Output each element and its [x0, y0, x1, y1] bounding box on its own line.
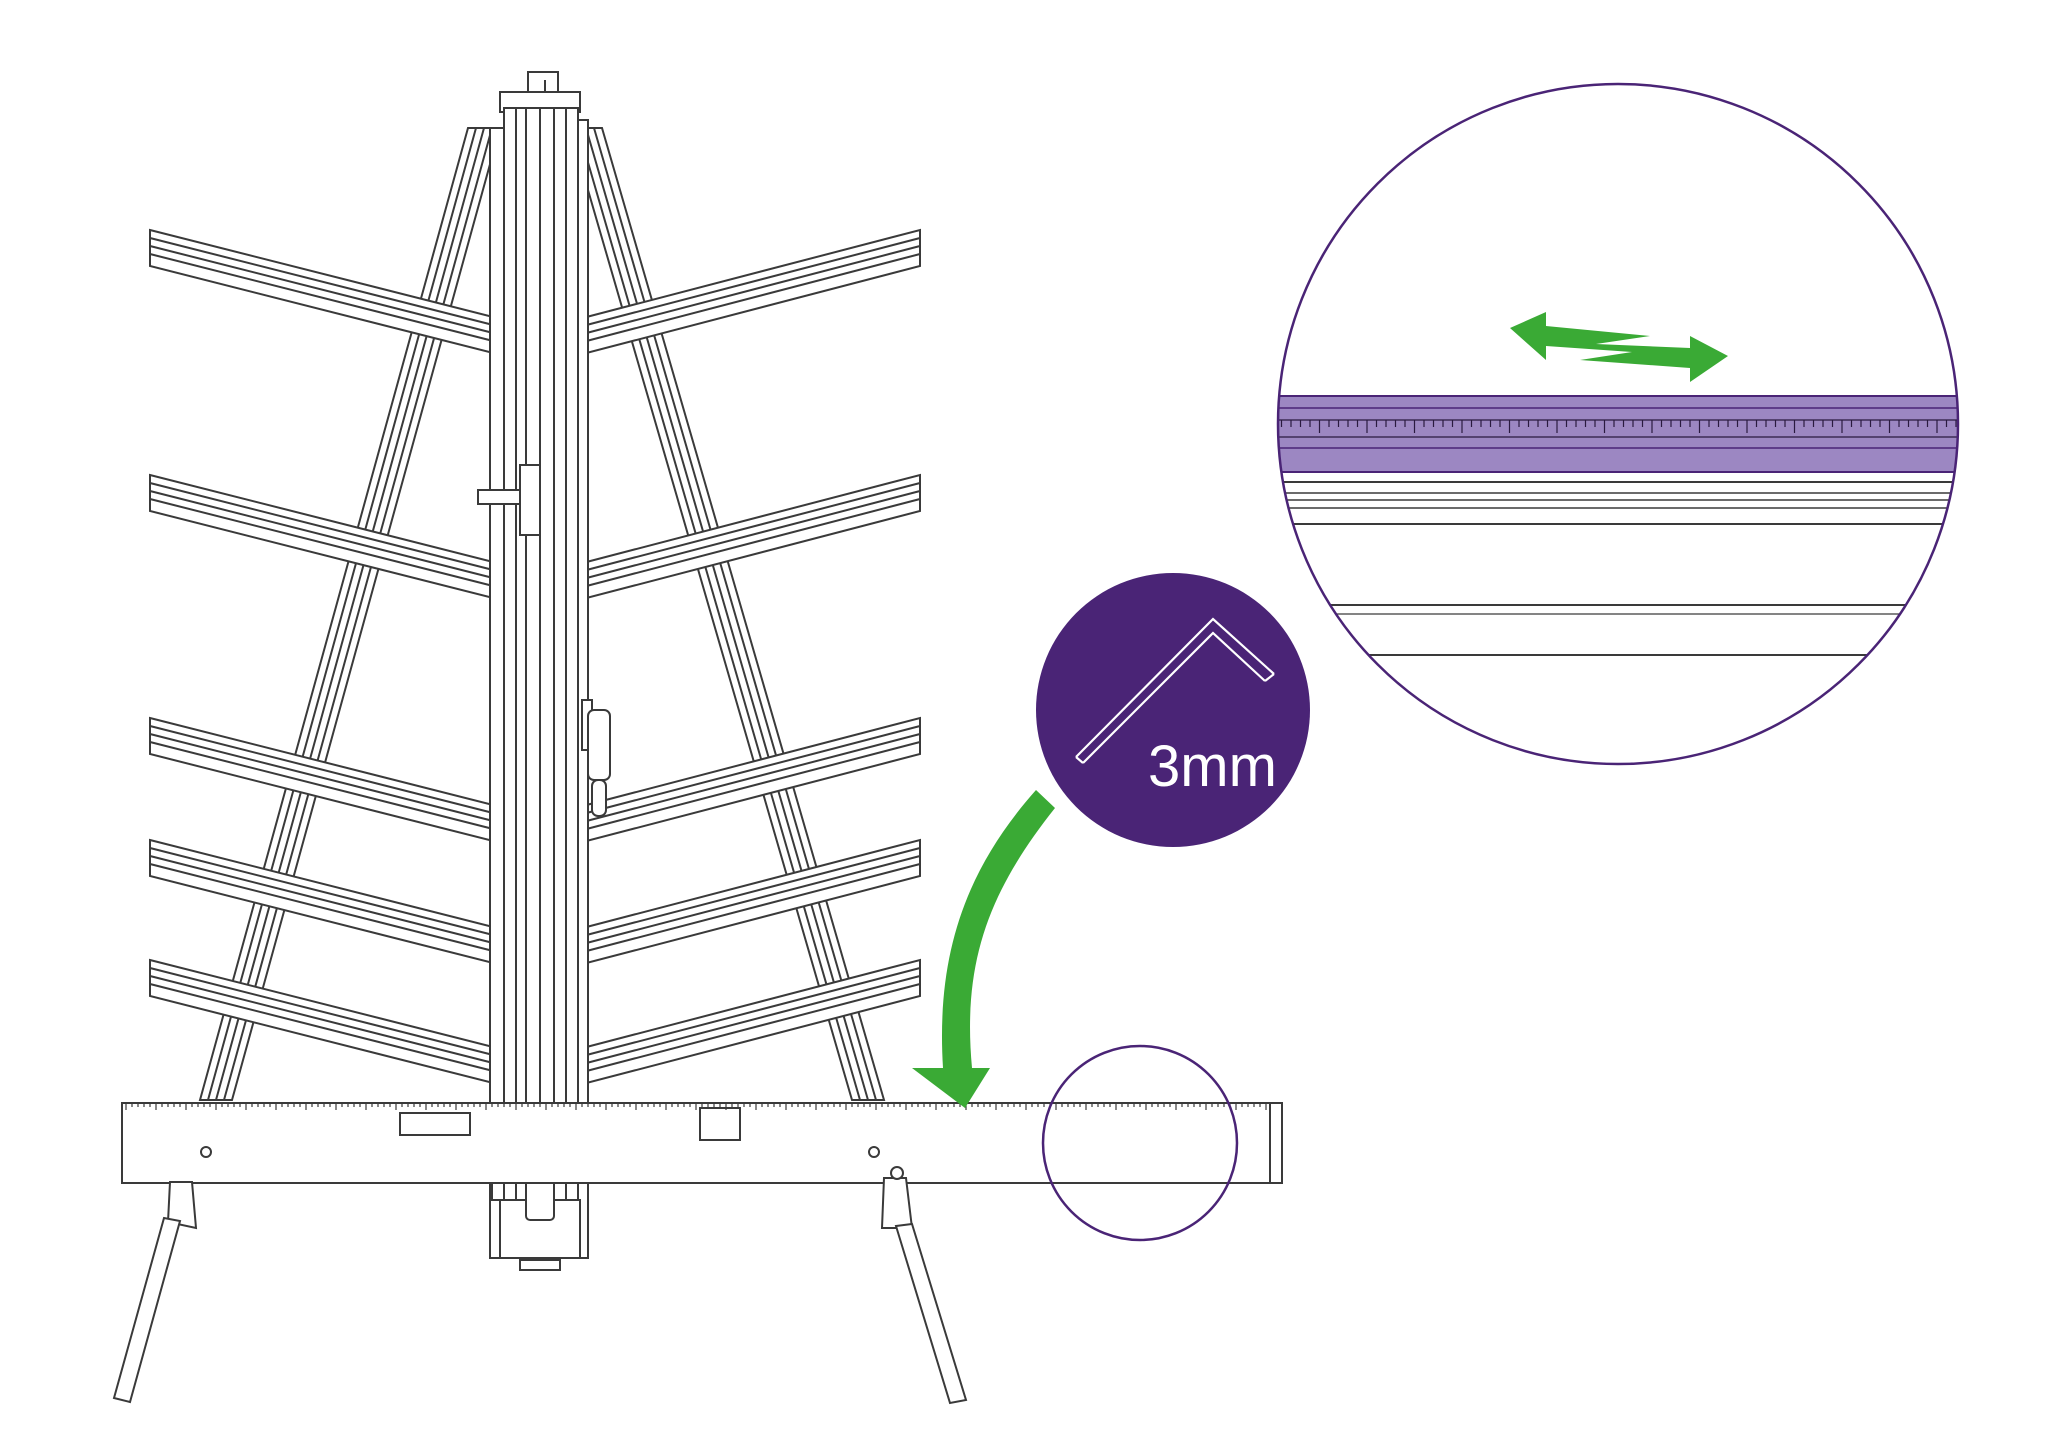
- magnified-detail: [1276, 82, 1960, 766]
- stand-legs: [112, 1166, 968, 1405]
- tool-size-label: 3mm: [1148, 734, 1277, 799]
- right-arm-5: [574, 958, 921, 1088]
- machine-drawing: [112, 71, 1283, 1405]
- left-arm-4: [149, 838, 506, 968]
- central-column: [489, 71, 589, 1271]
- left-arm-5: [149, 958, 506, 1088]
- curved-arrow-icon: [912, 790, 1055, 1108]
- bottom-rail: [121, 1102, 1283, 1184]
- rail-profile-lines: [1278, 481, 1958, 656]
- tool-size-badge: 3mm: [1036, 573, 1310, 847]
- ruler-ticks: [1280, 420, 1957, 433]
- right-support-arms: [574, 228, 921, 1088]
- detail-highlight-ring: [1041, 1044, 1239, 1242]
- left-support-arms: [149, 228, 506, 1088]
- right-arm-2: [574, 473, 921, 603]
- rail-ticks: [125, 1103, 1267, 1110]
- right-arm-4: [574, 838, 921, 968]
- allen-key-icon: [1075, 617, 1275, 764]
- right-arm-1: [574, 228, 921, 358]
- double-headed-arrow-icon: [1510, 312, 1728, 382]
- a-frame: [198, 127, 886, 1101]
- left-arm-1: [149, 228, 506, 358]
- left-arm-2: [149, 473, 506, 603]
